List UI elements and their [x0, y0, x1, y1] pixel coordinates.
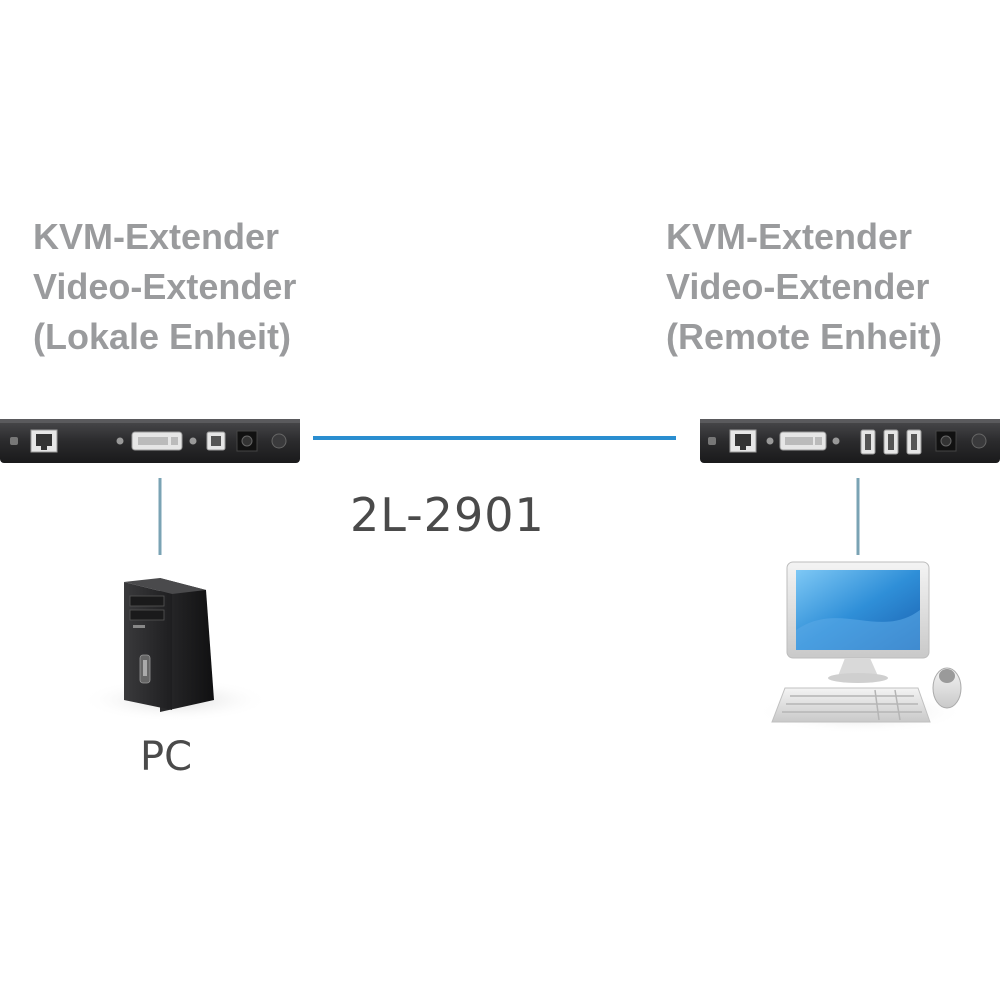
remote-unit-line3: (Remote Enheit): [666, 316, 943, 357]
remote-unit-label: KVM-Extender Video-Extender (Remote Enhe…: [666, 212, 942, 362]
screw-icon: [116, 437, 124, 445]
local-unit-label: KVM-Extender Video-Extender (Lokale Enhe…: [33, 212, 296, 362]
usb-a-port-icon: [860, 429, 876, 455]
local-unit-line3: (Lokale Enheit): [33, 316, 292, 357]
remote-unit-line1: KVM-Extender: [666, 216, 913, 257]
local-unit-line2: Video-Extender: [33, 266, 297, 307]
power-switch-icon: [971, 433, 987, 449]
pc-tower-icon: [80, 578, 270, 722]
local-extender-device: [0, 419, 300, 463]
screw-icon: [766, 437, 774, 445]
rj45-port-icon: [729, 429, 757, 453]
monitor-icon: [786, 561, 930, 683]
dvi-port-icon: [131, 431, 183, 451]
local-unit-line1: KVM-Extender: [33, 216, 280, 257]
power-switch-icon: [271, 433, 287, 449]
screw-icon: [189, 437, 197, 445]
power-jack-icon: [935, 430, 957, 452]
cable-model-label: 2L-2901: [350, 488, 545, 542]
usb-b-port-icon: [206, 431, 226, 451]
rj45-port-icon: [30, 429, 58, 453]
usb-a-port-icon: [906, 429, 922, 455]
remote-unit-line2: Video-Extender: [666, 266, 930, 307]
dvi-port-icon: [779, 431, 827, 451]
led-icon: [708, 437, 716, 445]
pc-label: PC: [140, 734, 193, 780]
keyboard-icon: [771, 687, 931, 723]
usb-a-port-icon: [883, 429, 899, 455]
power-jack-icon: [236, 430, 258, 452]
led-icon: [10, 437, 18, 445]
mouse-icon: [932, 667, 962, 709]
workstation-icon: [755, 561, 965, 734]
screw-icon: [832, 437, 840, 445]
remote-extender-device: [700, 419, 1000, 463]
